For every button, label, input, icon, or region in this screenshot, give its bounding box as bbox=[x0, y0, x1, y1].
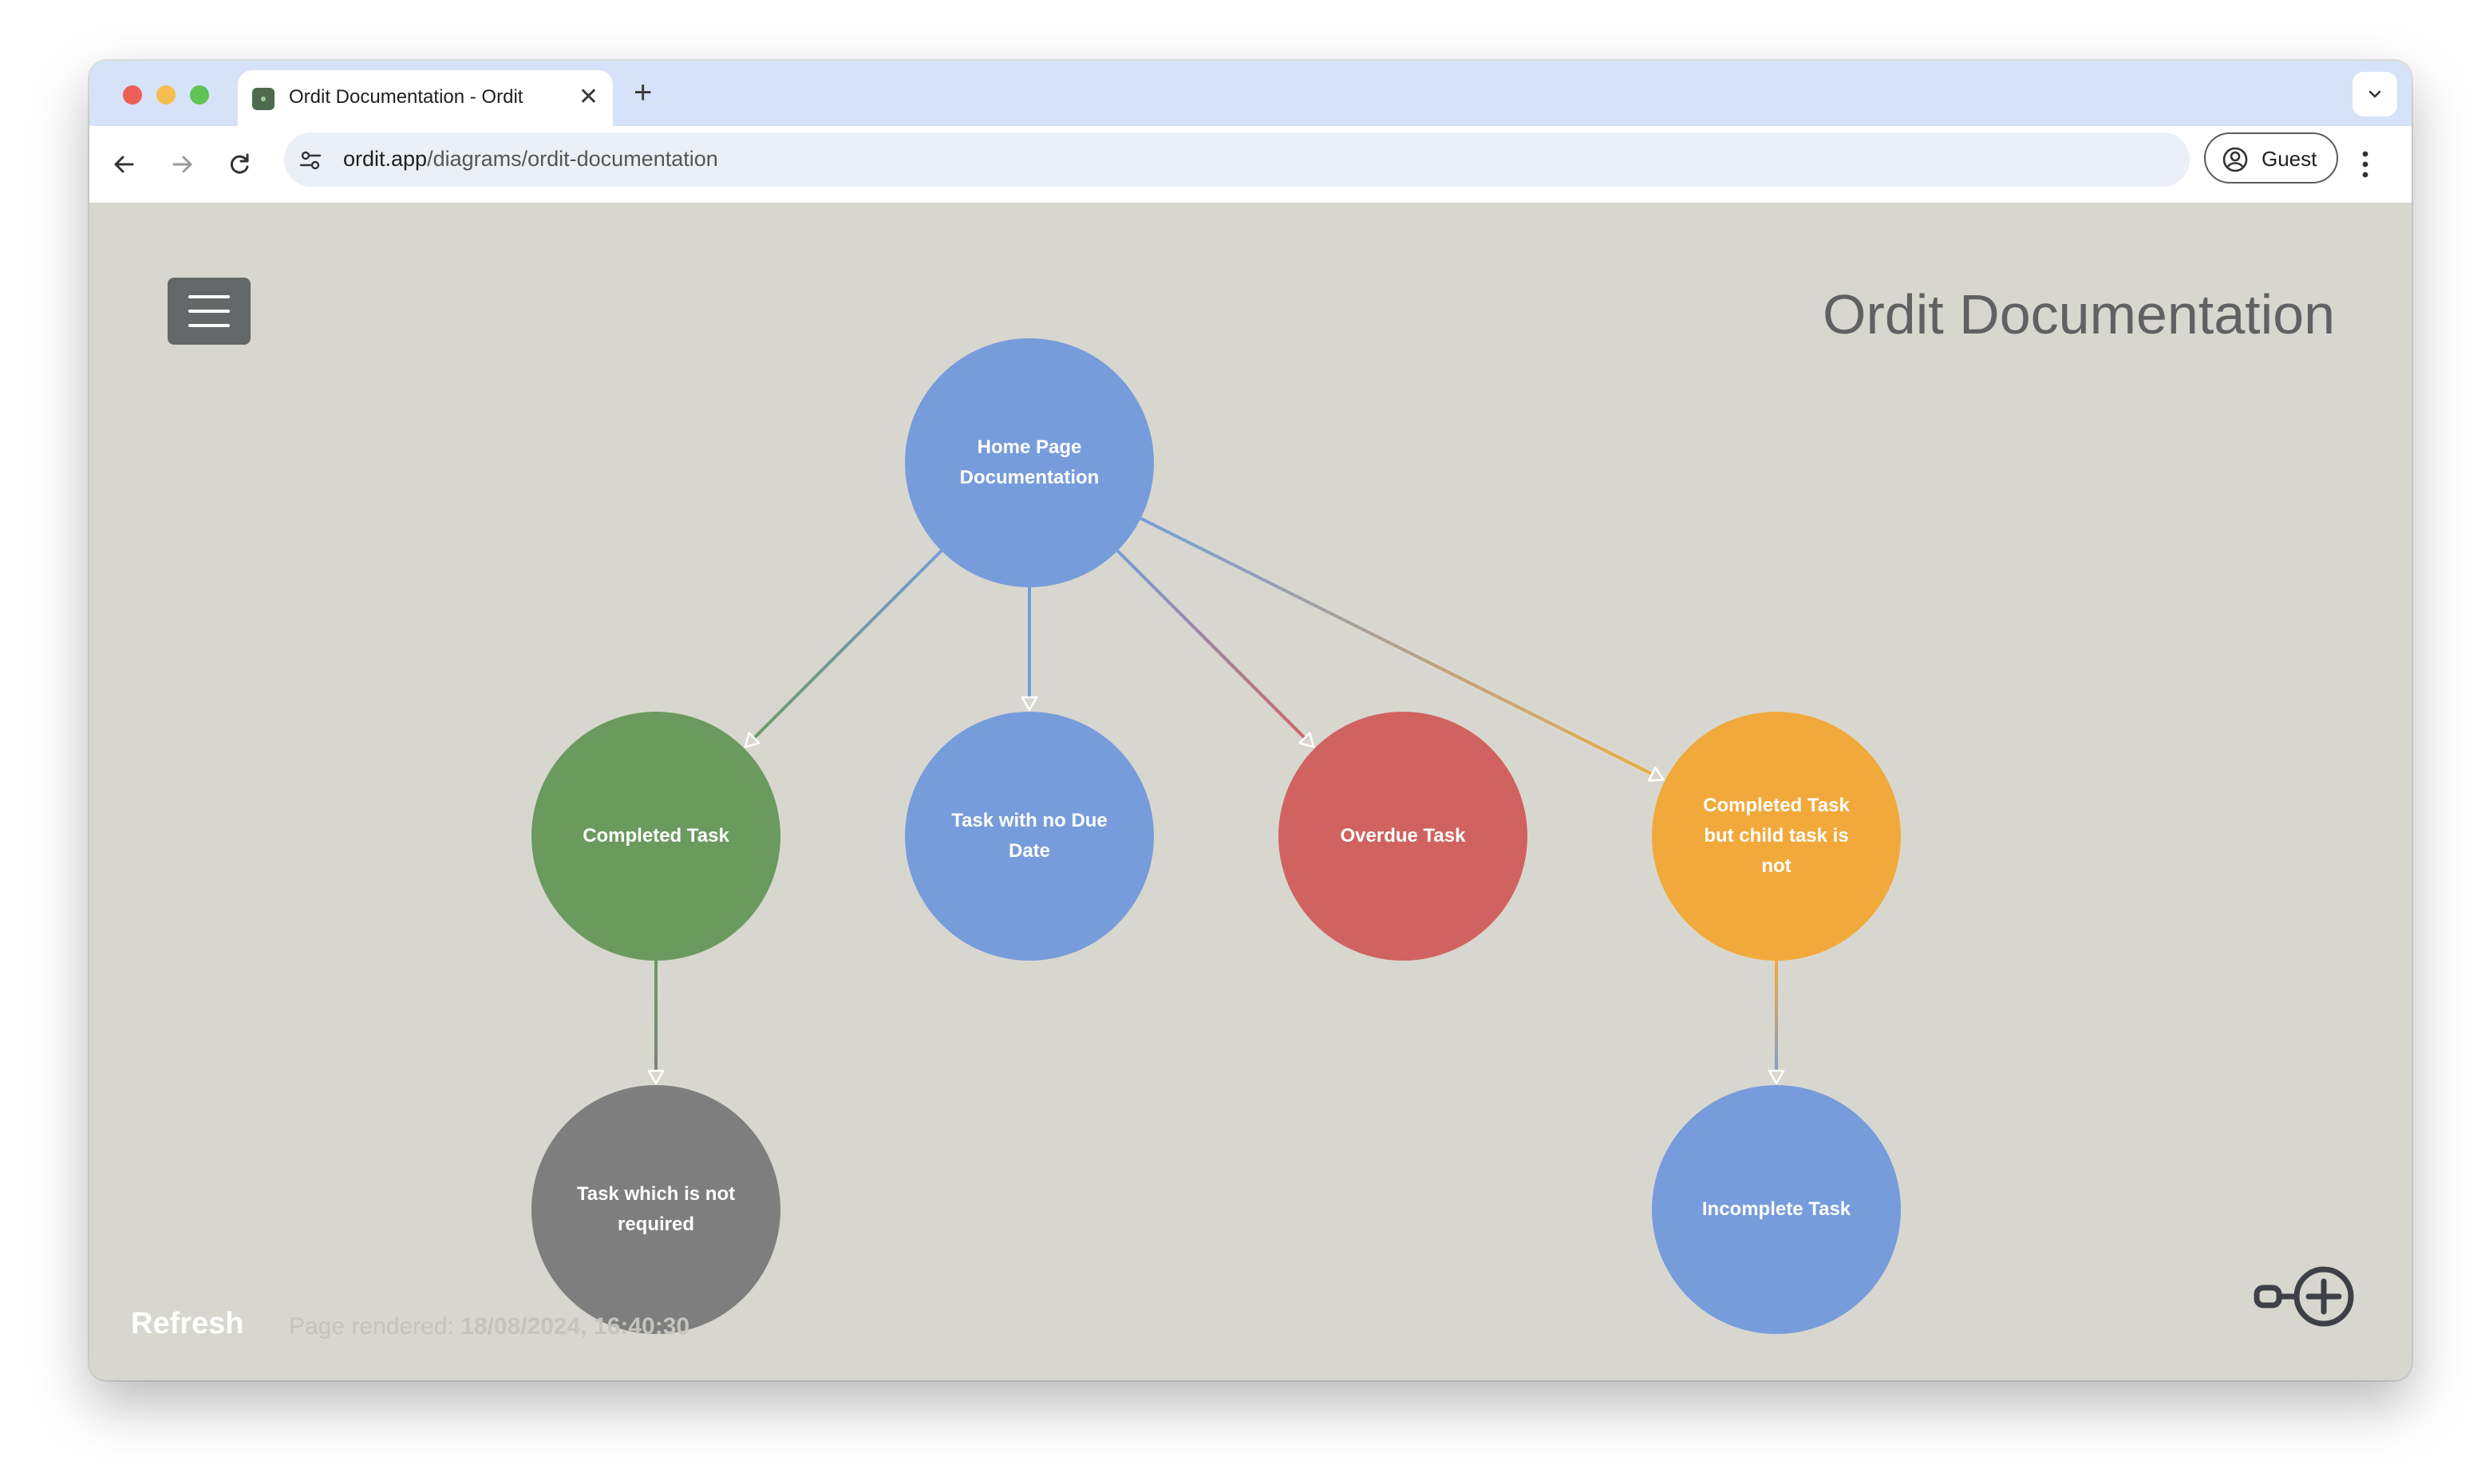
node-incomplete[interactable] bbox=[1652, 1085, 1901, 1334]
node-label-line: Task which is not bbox=[576, 1183, 736, 1205]
node-label-line: Overdue Task bbox=[1340, 825, 1466, 847]
rendered-timestamp: 18/08/2024, 16:40:30 bbox=[460, 1313, 690, 1340]
more-vertical-icon[interactable] bbox=[2357, 147, 2373, 182]
rendered-label: Page rendered: bbox=[289, 1313, 461, 1340]
edge-home-to-overdue bbox=[1116, 549, 1315, 748]
new-tab-button[interactable]: + bbox=[634, 75, 653, 110]
arrowhead-no-due bbox=[1021, 696, 1038, 712]
node-label-line: Task with no Due bbox=[951, 810, 1108, 831]
chevron-down-icon bbox=[2368, 90, 2381, 98]
node-label-line: but child task is bbox=[1704, 825, 1849, 847]
browser-toolbar: ordit.app/diagrams/ordit-documentation G… bbox=[89, 126, 2412, 203]
browser-window: Ordit Documentation - Ordit ✕ + bbox=[89, 61, 2412, 1380]
hamburger-icon bbox=[188, 295, 230, 298]
active-tab[interactable]: Ordit Documentation - Ordit ✕ bbox=[238, 70, 613, 126]
node-label-line: Completed Task bbox=[583, 825, 729, 847]
profile-icon bbox=[2222, 147, 2248, 172]
node-label-overdue: Overdue Task bbox=[1303, 821, 1503, 851]
url-text: ordit.app/diagrams/ordit-documentation bbox=[343, 147, 718, 172]
arrowhead-completed bbox=[744, 732, 760, 748]
node-label-line: required bbox=[617, 1214, 695, 1235]
minimize-window-button[interactable] bbox=[156, 85, 176, 105]
node-label-line: Completed Task bbox=[1703, 795, 1850, 816]
node-no-due[interactable] bbox=[905, 712, 1154, 961]
forward-arrow-icon[interactable] bbox=[164, 147, 200, 182]
ordit-favicon-icon bbox=[252, 88, 275, 110]
edge-home-to-completed-child bbox=[1140, 516, 1665, 782]
arrowhead-incomplete bbox=[1768, 1069, 1785, 1085]
tab-bar: Ordit Documentation - Ordit ✕ + bbox=[89, 61, 2412, 126]
tab-search-button[interactable] bbox=[2353, 72, 2397, 116]
node-label-incomplete: Incomplete Task bbox=[1677, 1194, 1876, 1225]
node-label-completed: Completed Task bbox=[556, 821, 756, 851]
site-settings-icon[interactable] bbox=[298, 148, 322, 172]
tab-title: Ordit Documentation - Ordit bbox=[289, 86, 523, 108]
refresh-button[interactable]: Refresh bbox=[131, 1307, 244, 1340]
reload-icon[interactable] bbox=[222, 147, 257, 182]
back-arrow-icon[interactable] bbox=[107, 147, 142, 182]
tab-close-icon[interactable]: ✕ bbox=[578, 84, 599, 110]
profile-button[interactable]: Guest bbox=[2204, 132, 2338, 184]
node-completed[interactable] bbox=[531, 712, 780, 961]
node-completed-child[interactable] bbox=[1652, 712, 1901, 961]
node-label-line: Documentation bbox=[959, 467, 1100, 488]
hamburger-icon bbox=[188, 310, 230, 313]
hamburger-icon bbox=[188, 324, 230, 327]
render-status: Page rendered: 18/08/2024, 16:40:30 bbox=[289, 1313, 689, 1340]
close-window-button[interactable] bbox=[123, 85, 142, 105]
page-title: Ordit Documentation bbox=[1823, 283, 2335, 345]
address-bar[interactable]: ordit.app/diagrams/ordit-documentation bbox=[284, 132, 2190, 187]
node-overdue[interactable] bbox=[1278, 712, 1527, 961]
add-node-icon[interactable] bbox=[2244, 1256, 2356, 1336]
node-label-line: not bbox=[1761, 855, 1792, 877]
url-path: /diagrams/ordit-documentation bbox=[427, 147, 718, 171]
node-not-required[interactable] bbox=[531, 1085, 780, 1334]
task-diagram bbox=[531, 338, 1901, 1334]
profile-label: Guest bbox=[2262, 147, 2317, 171]
arrowhead-not-required bbox=[647, 1069, 665, 1085]
node-label-line: Incomplete Task bbox=[1701, 1198, 1851, 1220]
node-label-completed-child: Completed Task but child task is not bbox=[1677, 791, 1876, 882]
maximize-window-button[interactable] bbox=[190, 85, 209, 105]
edge-home-to-completed bbox=[744, 549, 943, 748]
arrowhead-overdue bbox=[1298, 732, 1315, 748]
menu-button[interactable] bbox=[168, 278, 251, 345]
node-label-line: Date bbox=[1008, 840, 1051, 862]
node-label-not-required: Task which is not required bbox=[556, 1179, 756, 1240]
arrowhead-completed-child bbox=[1648, 766, 1665, 782]
node-home[interactable] bbox=[905, 338, 1154, 587]
url-host: ordit.app bbox=[343, 147, 428, 171]
node-label-line: Home Page bbox=[977, 436, 1082, 458]
